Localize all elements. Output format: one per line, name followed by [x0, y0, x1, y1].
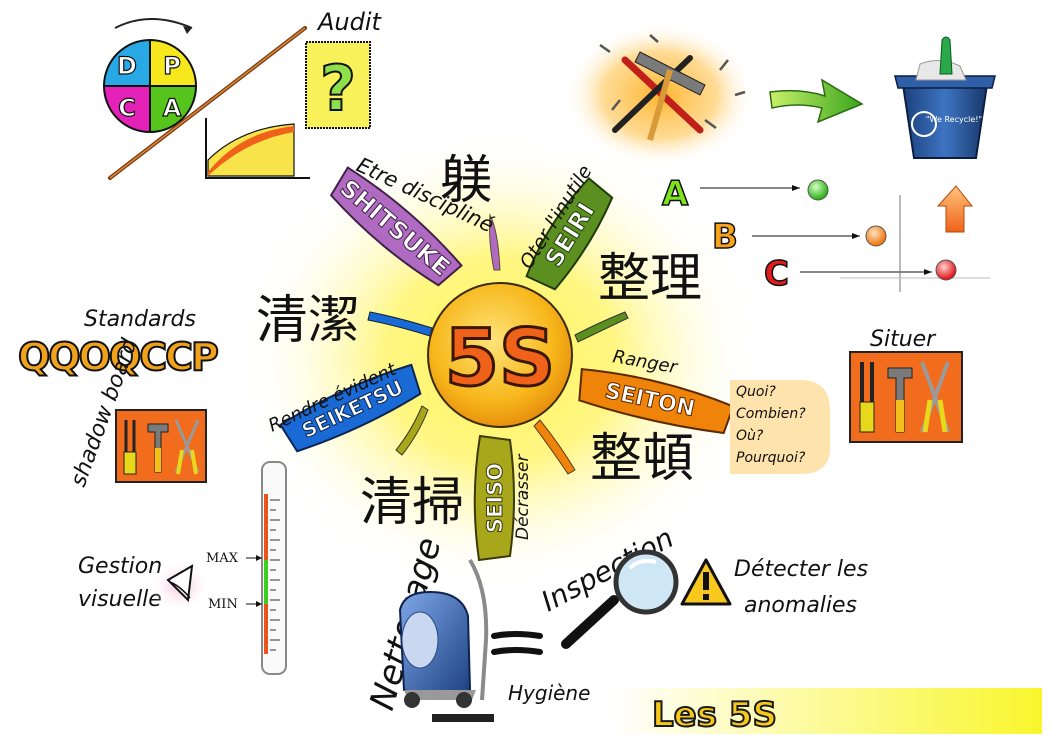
gestion-line2: visuelle — [78, 587, 162, 612]
detect-line2: anomalies — [744, 593, 857, 618]
question-combien: Combien? — [736, 406, 806, 422]
center-label: 5S — [445, 314, 555, 404]
recycle-bin-icon: "We Recycle!" — [894, 36, 996, 159]
equals-sign-icon — [491, 631, 543, 655]
ray-olive — [395, 405, 429, 456]
gauge-max-label: MAX — [206, 551, 239, 566]
seiton-questions-box: Quoi? Combien? Où? Pourquoi? — [730, 380, 830, 474]
petal-seiso-caption: Décrasser — [513, 454, 533, 540]
pdca-cycle-arrow — [114, 18, 193, 29]
recycle-slogan: "We Recycle!" — [926, 115, 982, 124]
title-bar — [610, 688, 1042, 734]
kanji-seiri: 整理 — [598, 249, 702, 309]
thermometer-gauge: MAX MIN — [206, 461, 287, 675]
priority-letter-a: A — [662, 174, 689, 214]
page-title: Les 5S — [652, 695, 777, 735]
pdca-letter-d: D — [117, 52, 137, 80]
led-red-icon — [935, 259, 957, 281]
gauge-min-label: MIN — [208, 597, 238, 612]
pdca-letter-a: A — [163, 94, 182, 122]
priority-letter-c: C — [764, 254, 789, 294]
orange-up-arrow-icon — [936, 185, 974, 233]
growth-chart-icon — [205, 118, 310, 179]
situer-label: Situer — [870, 327, 937, 352]
kanji-seiton: 整頓 — [590, 429, 694, 489]
priority-letter-b: B — [712, 217, 738, 257]
kanji-seiketsu: 清潔 — [256, 291, 360, 351]
audit-question-mark: ? — [320, 52, 356, 125]
warning-icon — [680, 558, 732, 606]
standards-label: Standards — [84, 307, 196, 332]
tools-pile-icon — [565, 23, 755, 167]
ray-green — [574, 311, 629, 343]
question-pourquoi: Pourquoi? — [736, 450, 806, 466]
gestion-line1: Gestion — [78, 554, 162, 579]
sun-core — [427, 282, 573, 428]
kanji-shitsuke: 躾 — [440, 151, 492, 211]
question-quoi: Quoi? — [736, 384, 776, 400]
priority-block: A B C — [661, 173, 990, 295]
pdca-block: D P C A ? Audit — [102, 8, 383, 180]
eye-icon — [150, 560, 210, 612]
green-arrow-icon — [769, 78, 864, 124]
led-orange-icon — [865, 225, 887, 247]
vacuum-cleaner-icon — [398, 558, 494, 722]
pdca-letter-c: C — [118, 94, 136, 122]
situer-tool-board-icon — [849, 351, 963, 443]
shadow-board-icon — [115, 409, 207, 483]
petal-seiso-word: SEISO — [483, 463, 507, 533]
magnifying-glass-icon — [561, 549, 679, 649]
ray-orange — [533, 419, 576, 475]
audit-note-icon: ? — [305, 41, 371, 129]
ray-purple — [489, 213, 501, 271]
pdca-letter-p: P — [163, 52, 181, 80]
pdca-wheel: D P C A — [102, 38, 198, 134]
audit-label: Audit — [316, 8, 383, 36]
led-green-icon — [807, 179, 829, 201]
kanji-seiso: 清掃 — [360, 473, 464, 533]
sun-diagram: SHITSUKE Etre discipliné SEIRI Oter l'in… — [240, 130, 760, 590]
question-ou: Où? — [736, 428, 764, 444]
hygiene-label: Hygiène — [508, 681, 590, 705]
qqoqccp-letters: QQOQCCP — [18, 335, 218, 379]
detect-line1: Détecter les — [734, 557, 868, 582]
